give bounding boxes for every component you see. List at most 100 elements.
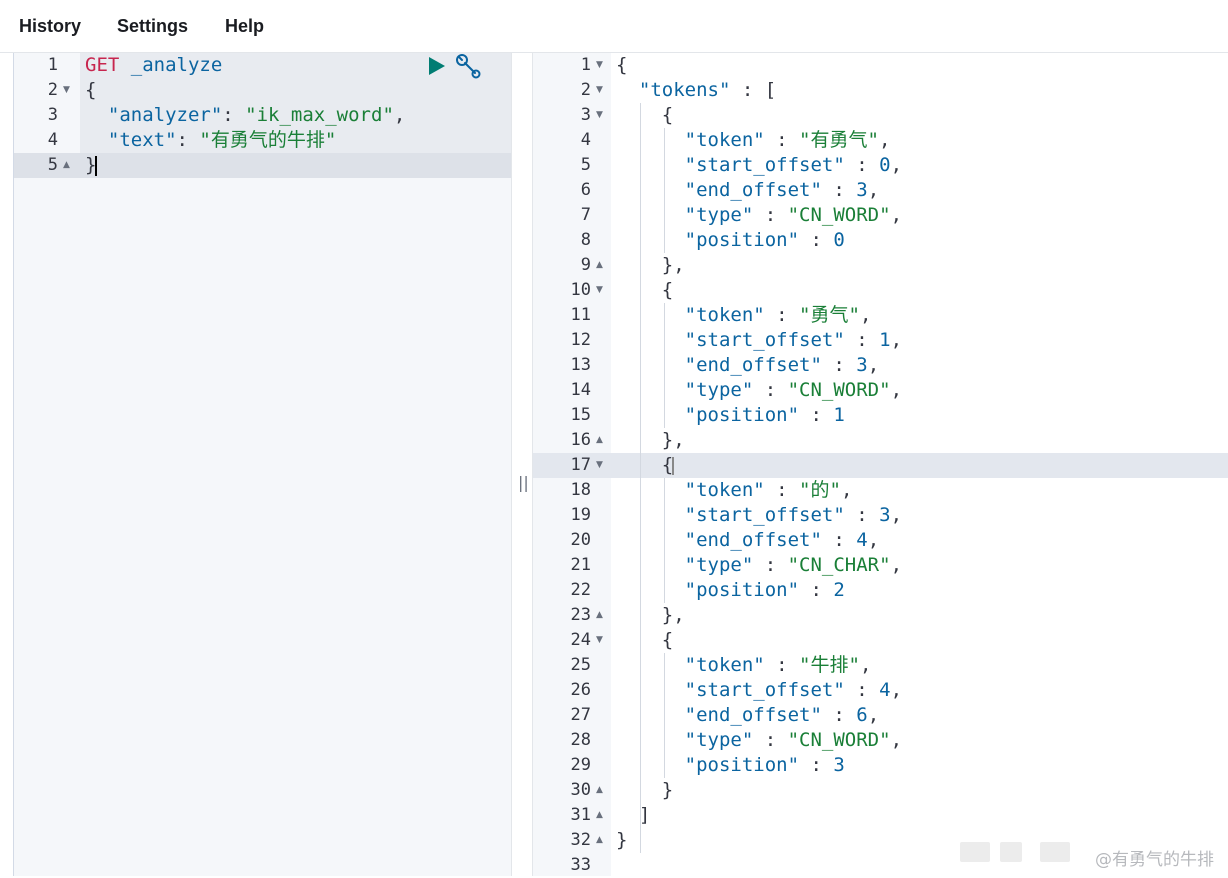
fold-arrow-up-icon[interactable]: ▲ bbox=[63, 160, 70, 170]
indent-guide bbox=[664, 653, 665, 778]
fold-arrow-up-icon[interactable]: ▲ bbox=[596, 810, 603, 820]
indent-guide bbox=[664, 128, 665, 253]
line-number: 18 bbox=[570, 480, 591, 500]
fold-arrow-down-icon[interactable]: ▼ bbox=[596, 110, 603, 120]
request-editor[interactable]: 1 2 ▼ 3 4 5 ▲ GET _analyze { "analyzer":… bbox=[13, 53, 512, 876]
open-brace: { bbox=[85, 79, 97, 101]
menu-help[interactable]: Help bbox=[225, 16, 265, 36]
line-number: 17 bbox=[570, 455, 591, 475]
active-line-highlight bbox=[533, 453, 1228, 478]
request-code-area bbox=[80, 53, 512, 876]
fold-arrow-up-icon[interactable]: ▲ bbox=[596, 435, 603, 445]
line-number: 16 bbox=[570, 430, 591, 450]
end-offset-field: "end_offset" : 6, bbox=[684, 704, 880, 726]
line-number: 27 bbox=[570, 705, 591, 725]
end-offset-field: "end_offset" : 3, bbox=[684, 179, 880, 201]
wrench-icon[interactable] bbox=[454, 53, 482, 79]
watermark-blur bbox=[1000, 842, 1022, 862]
line-number: 11 bbox=[570, 305, 591, 325]
response-line: { bbox=[616, 454, 675, 476]
fold-arrow-up-icon[interactable]: ▲ bbox=[596, 785, 603, 795]
fold-arrow-down-icon[interactable]: ▼ bbox=[596, 85, 603, 95]
line-number: 26 bbox=[570, 680, 591, 700]
line-number: 23 bbox=[570, 605, 591, 625]
text-key: "text" bbox=[107, 129, 177, 151]
token-field: "token" : "有勇气", bbox=[684, 129, 891, 151]
line-number: 5 bbox=[47, 155, 58, 175]
line-number: 4 bbox=[47, 130, 58, 150]
response-line: { bbox=[616, 104, 674, 126]
line-number: 28 bbox=[570, 730, 591, 750]
selected-request-highlight bbox=[80, 53, 512, 153]
request-line-4: "text": "有勇气的牛排" bbox=[107, 129, 337, 151]
line-number: 25 bbox=[570, 655, 591, 675]
menu-settings[interactable]: Settings bbox=[117, 16, 189, 36]
indent-guide bbox=[664, 478, 665, 603]
text-cursor bbox=[95, 155, 98, 176]
http-method: GET bbox=[85, 54, 120, 76]
end-offset-field: "end_offset" : 4, bbox=[684, 529, 880, 551]
start-offset-field: "start_offset" : 1, bbox=[684, 329, 903, 351]
fold-arrow-up-icon[interactable]: ▲ bbox=[596, 835, 603, 845]
token-field: "token" : "勇气", bbox=[684, 304, 872, 326]
line-number: 30 bbox=[570, 780, 591, 800]
end-offset-field: "end_offset" : 3, bbox=[684, 354, 880, 376]
fold-arrow-down-icon[interactable]: ▼ bbox=[63, 85, 70, 95]
line-number: 33 bbox=[570, 855, 591, 875]
response-line: { bbox=[616, 54, 628, 76]
line-number: 7 bbox=[580, 205, 591, 225]
fold-arrow-down-icon[interactable]: ▼ bbox=[596, 285, 603, 295]
fold-arrow-up-icon[interactable]: ▲ bbox=[596, 610, 603, 620]
line-number: 29 bbox=[570, 755, 591, 775]
line-number: 1 bbox=[580, 55, 591, 75]
line-number: 21 bbox=[570, 555, 591, 575]
token-field: "token" : "的", bbox=[684, 479, 853, 501]
fold-arrow-down-icon[interactable]: ▼ bbox=[596, 460, 603, 470]
text-cursor bbox=[672, 456, 675, 475]
text-value: "有勇气的牛排" bbox=[199, 129, 337, 151]
response-line: }, bbox=[616, 604, 685, 626]
response-line: }, bbox=[616, 254, 685, 276]
panel-resize-divider[interactable]: || bbox=[511, 53, 533, 876]
request-line-5: } bbox=[85, 153, 98, 178]
fold-arrow-down-icon[interactable]: ▼ bbox=[596, 60, 603, 70]
indent-guide bbox=[664, 303, 665, 428]
request-line-1: GET _analyze bbox=[85, 53, 222, 78]
line-number: 6 bbox=[580, 180, 591, 200]
response-line: ] bbox=[616, 804, 651, 826]
token-field: "token" : "牛排", bbox=[684, 654, 872, 676]
response-line: { bbox=[616, 279, 674, 301]
analyzer-value: "ik_max_word" bbox=[245, 104, 394, 126]
line-number: 19 bbox=[570, 505, 591, 525]
line-number: 20 bbox=[570, 530, 591, 550]
response-line: { bbox=[616, 629, 674, 651]
line-number: 32 bbox=[570, 830, 591, 850]
position-field: "position" : 3 bbox=[684, 754, 845, 776]
close-brace: } bbox=[85, 154, 97, 176]
request-line-3: "analyzer": "ik_max_word", bbox=[107, 104, 406, 126]
response-line: }, bbox=[616, 429, 685, 451]
play-icon[interactable] bbox=[428, 56, 446, 76]
position-field: "position" : 2 bbox=[684, 579, 845, 601]
start-offset-field: "start_offset" : 4, bbox=[684, 679, 903, 701]
line-number: 22 bbox=[570, 580, 591, 600]
watermark: @有勇气的牛排 bbox=[1095, 850, 1214, 870]
line-number: 2 bbox=[47, 80, 58, 100]
resize-handle[interactable]: || bbox=[518, 473, 529, 492]
type-field: "type" : "CN_WORD", bbox=[684, 729, 903, 751]
watermark-blur bbox=[960, 842, 990, 862]
line-number: 4 bbox=[580, 130, 591, 150]
position-field: "position" : 1 bbox=[684, 404, 845, 426]
request-line-2: { bbox=[85, 78, 96, 103]
response-line: } bbox=[616, 779, 674, 801]
fold-arrow-down-icon[interactable]: ▼ bbox=[596, 635, 603, 645]
line-number: 24 bbox=[570, 630, 591, 650]
top-menu-bar: History Settings Help bbox=[0, 0, 1228, 53]
fold-arrow-up-icon[interactable]: ▲ bbox=[596, 260, 603, 270]
menu-history[interactable]: History bbox=[19, 16, 82, 36]
line-number: 12 bbox=[570, 330, 591, 350]
line-number: 3 bbox=[47, 105, 58, 125]
line-number: 31 bbox=[570, 805, 591, 825]
request-gutter bbox=[14, 53, 80, 876]
response-viewer[interactable]: 1 2 3 4 5 6 7 8 9 10 11 12 13 14 15 16 1… bbox=[533, 53, 1228, 876]
